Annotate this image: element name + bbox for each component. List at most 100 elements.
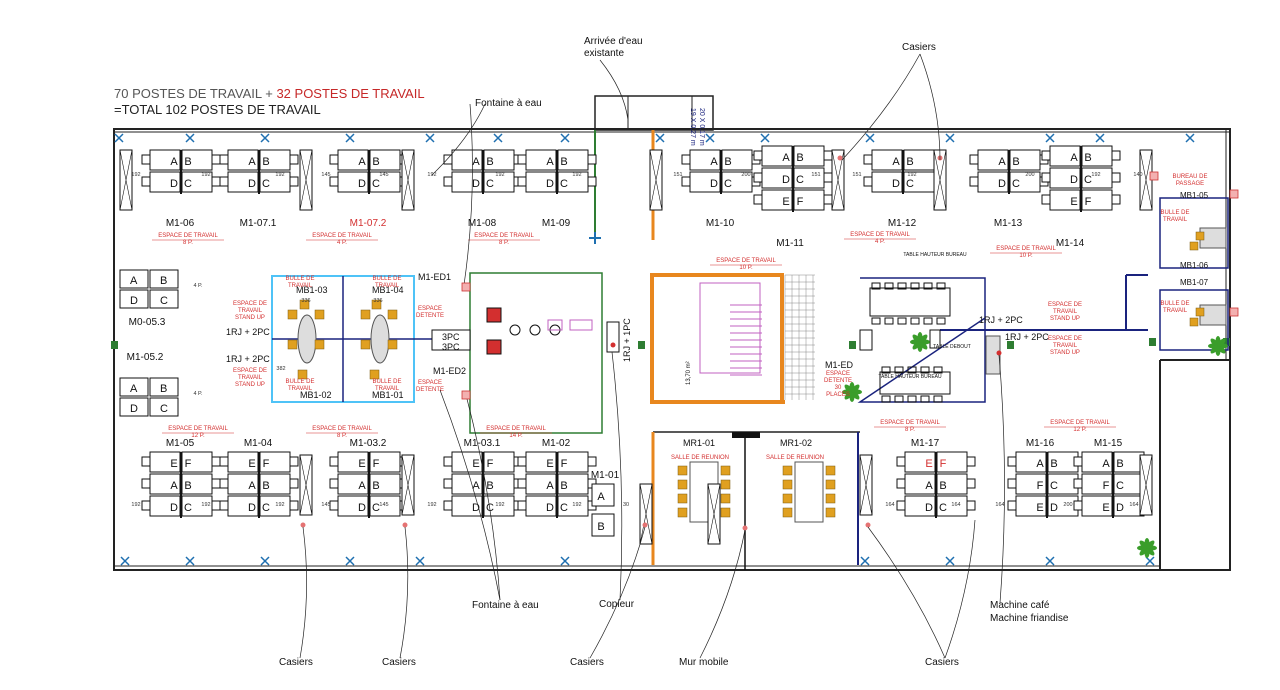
small-label-bulle1: TRAVAIL: [288, 283, 313, 289]
window-marker: [345, 133, 355, 143]
plant-leaf: [1217, 338, 1226, 347]
window-marker: [185, 133, 195, 143]
window-marker: [1185, 133, 1195, 143]
stair-outline: [699, 282, 761, 374]
water-marker: [589, 232, 601, 244]
desk-letter: C: [262, 502, 270, 514]
desk-chair: [823, 194, 833, 205]
desk-letter: C: [560, 178, 568, 190]
callout-arrivee2: existante: [584, 48, 624, 59]
wc-red: [486, 307, 502, 323]
desk: [119, 377, 149, 397]
meeting-table: [794, 461, 824, 523]
zone-label-M1-14: M1-14: [1056, 238, 1085, 249]
zone-label-M1-05: M1-05: [166, 438, 195, 449]
dim-label: 336: [373, 298, 382, 304]
desk-chair: [517, 478, 527, 489]
desk-chair: [681, 154, 691, 165]
network-label-pc3a: 3PC: [442, 332, 460, 342]
desk-letter: C: [486, 178, 494, 190]
desk-chair: [753, 172, 763, 183]
lounge-chair: [894, 395, 904, 403]
bubble-chair: [387, 309, 398, 320]
espace-count-e7: 12 P.: [191, 433, 205, 439]
desk-letter: B: [160, 383, 167, 395]
desk-letter: A: [170, 480, 178, 492]
dim-label: 200: [1063, 502, 1072, 508]
espace-count-e9: 14 P.: [509, 433, 523, 439]
dim-label: 192: [495, 502, 504, 508]
dim-label: 200: [1025, 172, 1034, 178]
zone-label-M1-07.1: M1-07.1: [240, 218, 277, 229]
lounge-chair: [884, 282, 894, 290]
desk-letter: B: [486, 480, 493, 492]
desk-letter: B: [939, 480, 946, 492]
callout-casiers-b1: Casiers: [279, 657, 313, 668]
small-label-detente3: PLACES: [826, 392, 850, 398]
espace-label-e11: ESPACE DE TRAVAIL: [1050, 420, 1110, 426]
callout-fontaine-bottom: Fontaine à eau: [472, 600, 539, 611]
desk-chair: [211, 500, 221, 511]
desk-chair: [969, 154, 979, 165]
desk-chair: [329, 456, 339, 467]
small-label-bulle2: TRAVAIL: [375, 283, 400, 289]
desk-chair: [1111, 150, 1121, 161]
meeting-chair: [782, 465, 793, 476]
locker-x: [1139, 454, 1153, 516]
small-label-bureau-passage: PASSAGE: [1176, 181, 1204, 187]
locker-x: [1139, 149, 1153, 211]
small-label-detente1: ESPACE: [418, 306, 442, 312]
desk-letter: A: [1102, 458, 1110, 470]
desk: [119, 269, 149, 289]
desk-letter: A: [472, 480, 480, 492]
meeting-chair: [677, 493, 688, 504]
espace-count-e3: 8 P.: [499, 240, 509, 246]
plant-leaf: [919, 334, 928, 343]
desk: [149, 377, 179, 397]
dim-label: 145: [379, 172, 388, 178]
espace-count-e2: 4 P.: [337, 240, 347, 246]
zone-label-MR1-01: MR1-01: [683, 438, 715, 448]
small-label-standup2: TRAVAIL: [238, 375, 263, 381]
outer-wall: [113, 128, 1231, 571]
espace-label-e9: ESPACE DE TRAVAIL: [486, 426, 546, 432]
bubble-chair: [360, 309, 371, 320]
desk-chair: [289, 176, 299, 187]
lounge-chair: [923, 282, 933, 290]
dim-label: 192: [275, 502, 284, 508]
desk-letter: C: [1012, 178, 1020, 190]
small-label-salle2: SALLE DE REUNION: [766, 455, 824, 461]
desk-letter: D: [998, 178, 1006, 190]
meeting-chair: [782, 507, 793, 518]
bubble-chair: [360, 339, 371, 350]
header-total: =TOTAL 102 POSTES DE TRAVAIL: [114, 102, 321, 117]
desk-chair: [329, 478, 339, 489]
desk-letter: C: [1050, 480, 1058, 492]
desk-letter: F: [1085, 196, 1092, 208]
desk: [119, 397, 149, 417]
desk-chair: [1041, 172, 1051, 183]
desk-chair: [141, 478, 151, 489]
dim-label: 192: [572, 172, 581, 178]
espace-label-e5: ESPACE DE TRAVAIL: [850, 232, 910, 238]
espace-count-e11: 12 P.: [1073, 427, 1087, 433]
desk-letter: D: [472, 502, 480, 514]
desk-chair: [329, 176, 339, 187]
window-marker: [705, 133, 715, 143]
desk-letter: E: [1036, 502, 1043, 514]
zone-label-M1-01: M1-01: [591, 470, 620, 481]
small-label-bureau-passage: BUREAU DE: [1172, 174, 1207, 180]
desk-chair: [443, 154, 453, 165]
desk-chair: [1041, 150, 1051, 161]
bubble-table: [370, 314, 390, 364]
desk-letter: F: [561, 458, 568, 470]
meeting-chair: [825, 493, 836, 504]
desk-chair: [289, 154, 299, 165]
lounge-sofa: [859, 329, 873, 351]
desk: [149, 269, 179, 289]
desk-chair: [753, 194, 763, 205]
desk-letter: D: [130, 403, 138, 415]
small-label-table-haute2: TABLE HAUTEUR BUREAU: [878, 374, 942, 380]
desk-chair: [517, 500, 527, 511]
espace-label-e10: ESPACE DE TRAVAIL: [880, 420, 940, 426]
